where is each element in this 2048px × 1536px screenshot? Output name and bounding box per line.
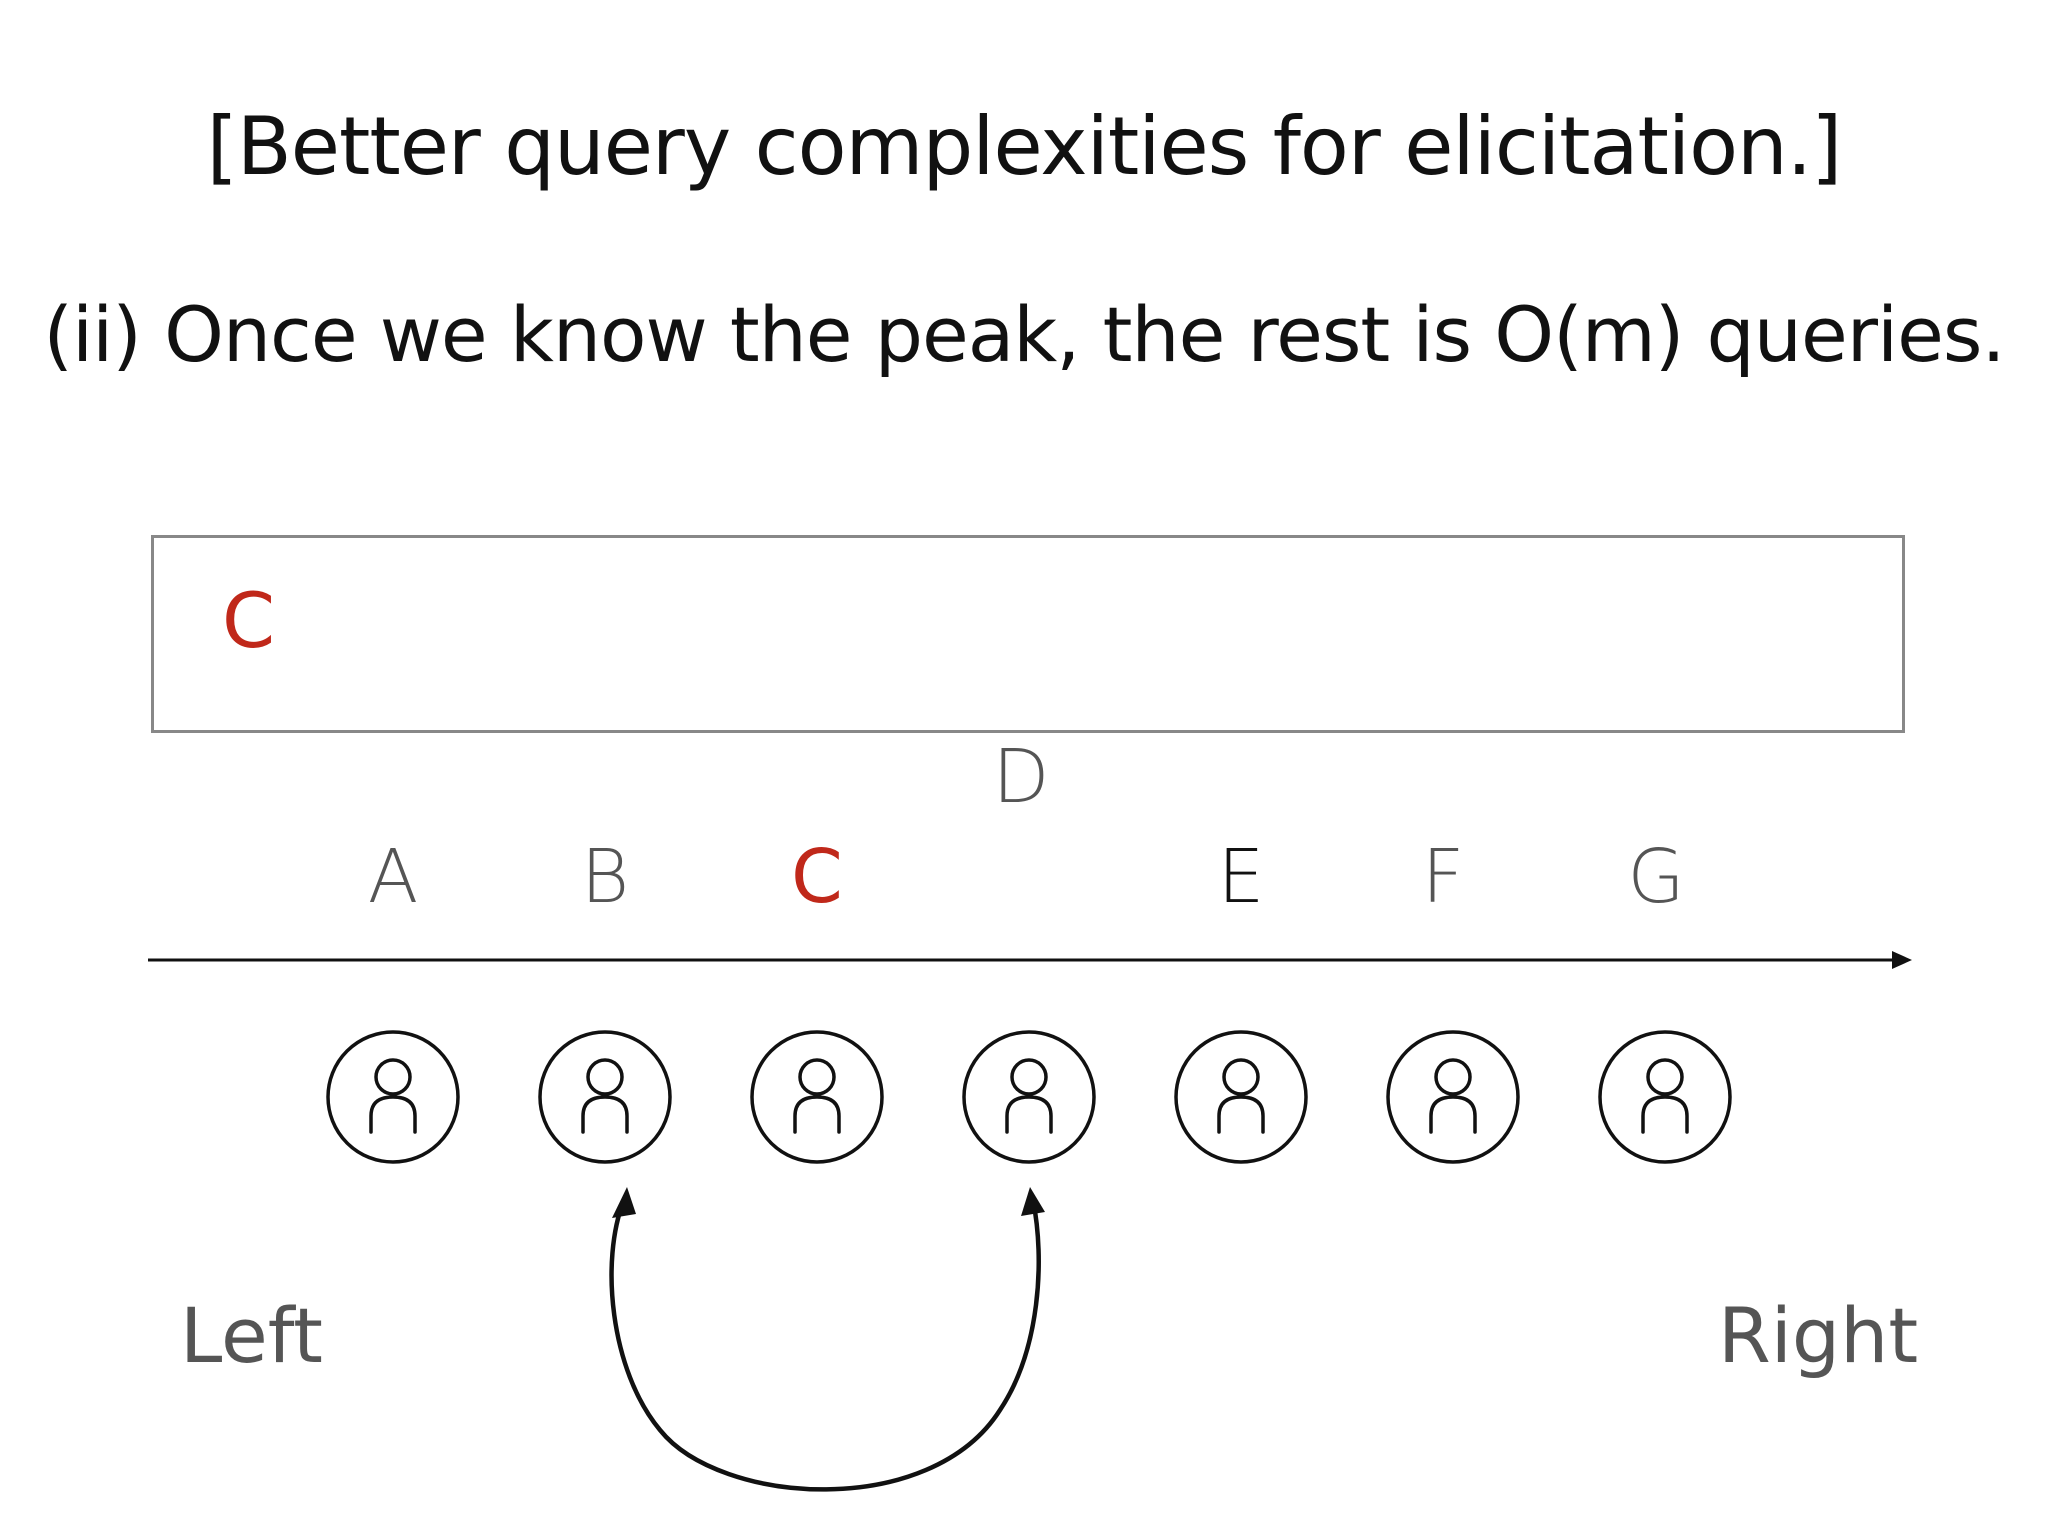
person-icon — [581, 1058, 629, 1134]
candidate-label-e: E — [1217, 834, 1265, 920]
voter-2 — [538, 1030, 672, 1164]
person-icon — [1641, 1058, 1689, 1134]
slide-title: [Better query complexities for elicitati… — [206, 100, 1843, 193]
person-icon — [793, 1058, 841, 1134]
voter-6 — [1386, 1030, 1520, 1164]
voter-1 — [326, 1030, 460, 1164]
person-icon — [1005, 1058, 1053, 1134]
candidate-label-f: F — [1421, 834, 1465, 920]
axis-line — [148, 951, 1912, 969]
axis-arrowhead-icon — [1892, 951, 1912, 969]
axis-left-label: Left — [180, 1291, 323, 1380]
person-icon — [1217, 1058, 1265, 1134]
candidate-label-a: A — [367, 834, 419, 920]
person-icon — [369, 1058, 417, 1134]
candidate-label-b: B — [580, 834, 630, 920]
arc-arrowhead-left-icon — [612, 1187, 636, 1218]
voter-3 — [750, 1030, 884, 1164]
ranking-item-peak: C — [222, 576, 276, 665]
arc-arrowhead-right-icon — [1021, 1187, 1045, 1216]
candidate-label-g: G — [1627, 834, 1685, 920]
candidate-label-d: D — [992, 734, 1050, 820]
comparison-arc — [609, 1187, 1045, 1492]
voter-4 — [962, 1030, 1096, 1164]
axis-right-label: Right — [1718, 1291, 1919, 1380]
candidate-label-c: C — [791, 834, 843, 920]
voter-7 — [1598, 1030, 1732, 1164]
slide-subtitle: (ii) Once we know the peak, the rest is … — [43, 290, 2005, 379]
person-icon — [1429, 1058, 1477, 1134]
voter-5 — [1174, 1030, 1308, 1164]
ranking-box: C — [151, 535, 1905, 733]
